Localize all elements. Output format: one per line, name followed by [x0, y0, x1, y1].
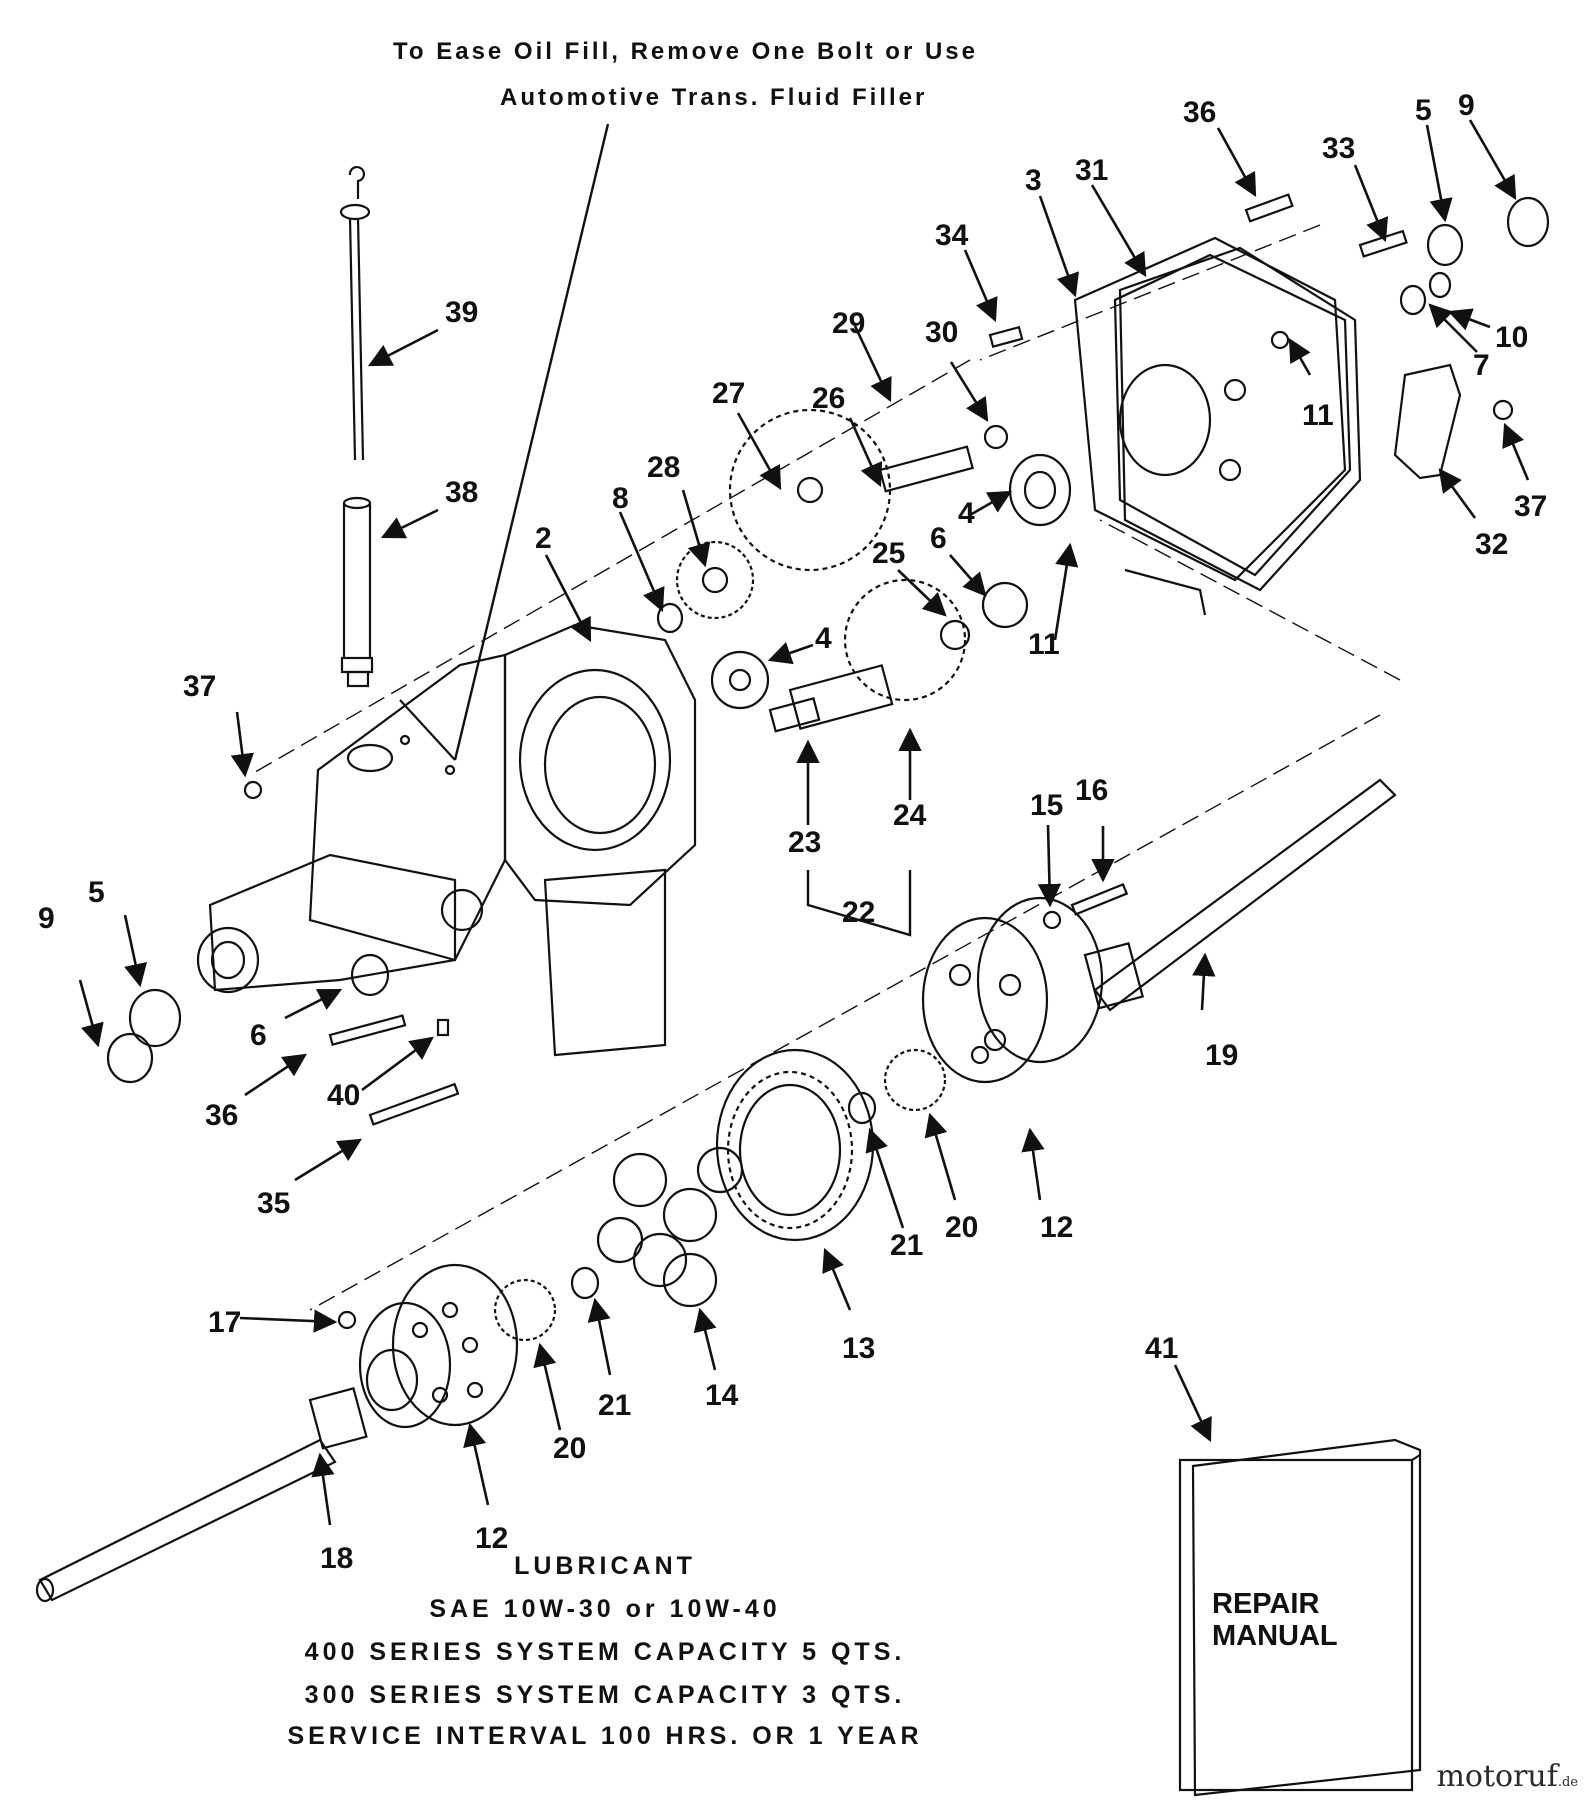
center-axis-lines	[249, 224, 1401, 1311]
callout-23: 23	[788, 826, 821, 859]
callout-18: 18	[320, 1542, 353, 1575]
callout-12-lower: 12	[475, 1522, 508, 1555]
part-20-gear-lower	[493, 1278, 557, 1342]
callout-13: 13	[842, 1332, 875, 1365]
callout-6: 6	[930, 522, 947, 555]
callout-26: 26	[812, 382, 845, 415]
part-12-carrier-upper	[921, 896, 1104, 1084]
part-41-repair-manual	[1178, 1438, 1422, 1797]
callout-11-lower: 11	[1028, 628, 1060, 661]
lubricant-heading: LUBRICANT	[514, 1552, 696, 1580]
part-39-dipstick	[339, 166, 371, 461]
callout-22: 22	[842, 896, 875, 929]
part-12-carrier-lower	[358, 1263, 519, 1429]
oil-note-leader	[453, 123, 610, 761]
callout-11: 11	[1302, 399, 1334, 432]
callout-21-upper: 21	[890, 1229, 923, 1262]
lubricant-300-capacity: 300 SERIES SYSTEM CAPACITY 3 QTS.	[304, 1681, 906, 1709]
callout-19: 19	[1205, 1039, 1238, 1072]
part-19-shaft	[1083, 778, 1397, 1012]
callout-12-upper: 12	[1040, 1211, 1073, 1244]
watermark-logo: motoruf.de	[1436, 1759, 1578, 1794]
callout-25: 25	[872, 537, 905, 570]
callout-36: 36	[1183, 96, 1216, 129]
callout-20-upper: 20	[945, 1211, 978, 1244]
callout-41: 41	[1145, 1332, 1178, 1365]
callout-labels: 39 38 37 2 8 28 27 29 26 30 34 3 31 36 3…	[38, 89, 1547, 1575]
lubricant-service-interval: SERVICE INTERVAL 100 HRS. OR 1 YEAR	[287, 1722, 923, 1750]
callout-5-left: 5	[88, 876, 105, 909]
callout-3: 3	[1025, 164, 1042, 197]
oil-note-line1: To Ease Oil Fill, Remove One Bolt or Use	[393, 38, 978, 65]
callout-38: 38	[445, 476, 478, 509]
callout-30: 30	[925, 316, 958, 349]
upper-gear-cluster	[675, 408, 974, 733]
repair-manual-title: REPAIR MANUAL	[1212, 1588, 1412, 1652]
watermark-main: motoruf	[1436, 1759, 1558, 1794]
callout-9-left: 9	[38, 902, 55, 935]
callout-35: 35	[257, 1187, 290, 1220]
callout-7: 7	[1473, 349, 1490, 382]
callout-4-lower: 4	[815, 622, 832, 655]
part-18-axle	[35, 1387, 368, 1603]
small-hardware	[106, 193, 1550, 1330]
part-20-gear-upper	[883, 1048, 947, 1112]
callout-15: 15	[1030, 789, 1063, 822]
repair-manual-line1: REPAIR	[1212, 1588, 1320, 1620]
part-3-cover	[1073, 236, 1362, 616]
part-38-filler-tube	[340, 496, 374, 688]
part-14-planet-pinions	[596, 1146, 744, 1308]
lubricant-400-capacity: 400 SERIES SYSTEM CAPACITY 5 QTS.	[304, 1638, 906, 1666]
callout-37-right: 37	[1514, 490, 1547, 523]
callout-20-lower: 20	[553, 1432, 586, 1465]
callout-17: 17	[208, 1306, 241, 1339]
callout-40: 40	[327, 1079, 360, 1112]
part-21-washer-upper	[847, 1091, 877, 1125]
callout-28: 28	[647, 451, 680, 484]
callout-33: 33	[1322, 132, 1355, 165]
oil-note-leader-2	[399, 699, 456, 761]
part-32-bracket	[1393, 363, 1462, 480]
callout-4: 4	[958, 497, 975, 530]
repair-manual-line2: MANUAL	[1212, 1620, 1338, 1652]
callout-5: 5	[1415, 94, 1432, 127]
callout-10: 10	[1495, 321, 1528, 354]
callout-14: 14	[705, 1379, 739, 1412]
callout-16: 16	[1075, 774, 1108, 807]
part-2-housing	[196, 623, 697, 1057]
callout-21-lower: 21	[598, 1389, 631, 1422]
callout-32: 32	[1475, 528, 1508, 561]
watermark-suffix: .de	[1557, 1775, 1578, 1790]
callout-arrows	[78, 119, 1530, 1526]
oil-note-line2: Automotive Trans. Fluid Filler	[500, 84, 928, 111]
part-21-washer-lower	[570, 1266, 600, 1300]
callout-9: 9	[1458, 89, 1475, 122]
callout-2: 2	[535, 522, 552, 555]
bracket-22	[806, 870, 912, 937]
callout-6-left: 6	[250, 1019, 267, 1052]
part-13-ring-gear	[715, 1048, 875, 1242]
lubricant-oil-grade: SAE 10W-30 or 10W-40	[429, 1595, 781, 1623]
callout-31: 31	[1075, 154, 1108, 187]
callout-8: 8	[612, 482, 629, 515]
callout-24: 24	[893, 799, 927, 832]
callout-34: 34	[935, 219, 969, 252]
callout-29: 29	[832, 307, 865, 340]
callout-36-lower: 36	[205, 1099, 238, 1132]
callout-39: 39	[445, 296, 478, 329]
callout-37: 37	[183, 670, 216, 703]
callout-27: 27	[712, 377, 745, 410]
